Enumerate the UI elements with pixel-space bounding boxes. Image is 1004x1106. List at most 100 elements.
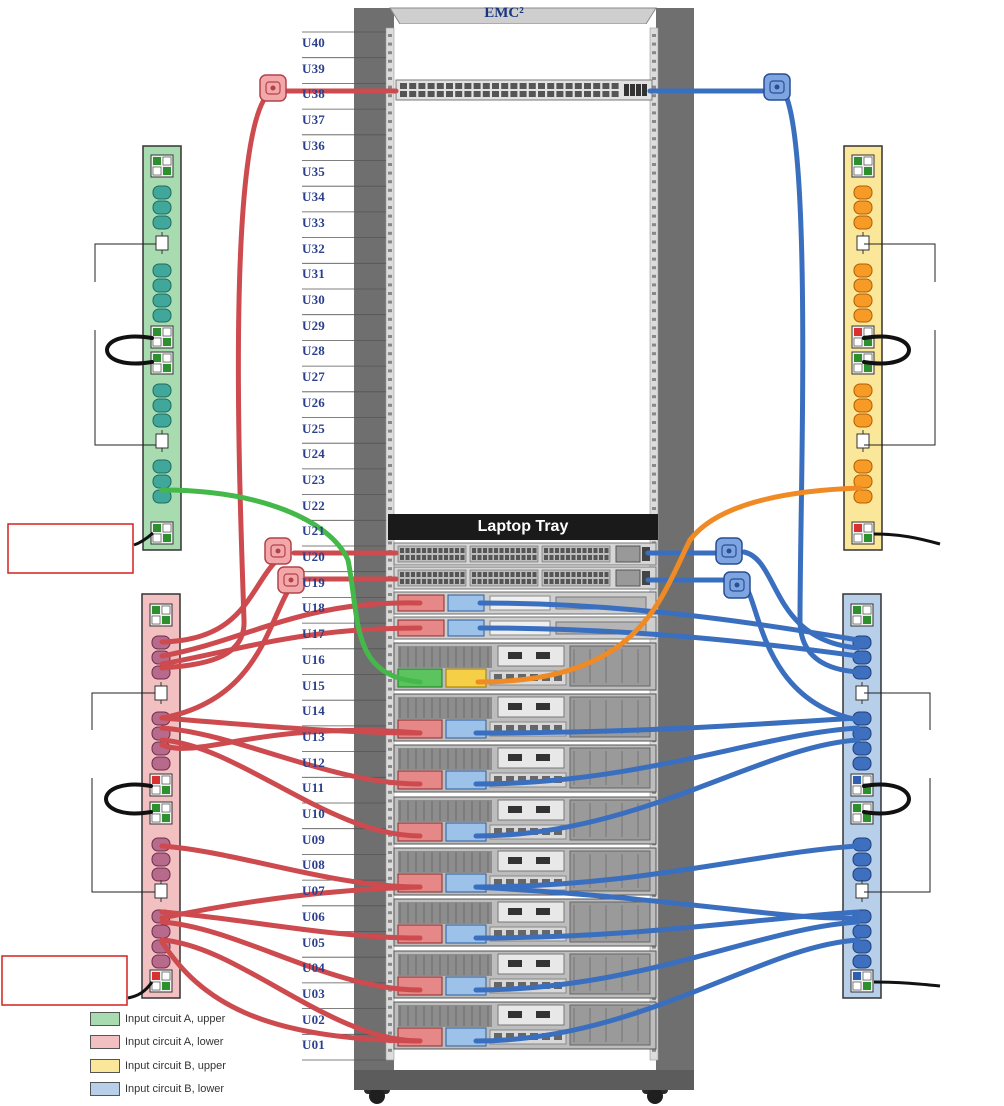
rail-hole	[388, 610, 392, 614]
unit-label-u26: U26	[302, 394, 325, 410]
legend-label: Input circuit B, lower	[125, 1083, 225, 1095]
rail-hole	[388, 489, 392, 493]
rack-caster-wheel	[369, 1088, 385, 1104]
pdu-outlet	[853, 185, 873, 200]
switch-port	[582, 548, 587, 553]
breaker-cell	[161, 803, 171, 813]
pdu-outlet	[852, 924, 872, 939]
rail-hole	[388, 309, 392, 313]
pdu-outlet	[151, 756, 171, 771]
switch-port	[549, 572, 554, 577]
switch-port	[510, 83, 518, 89]
pdu-outlet	[853, 308, 873, 323]
breaker-cell	[863, 616, 871, 624]
pdu-outlet	[853, 383, 873, 398]
switch-port	[436, 83, 444, 89]
server-port	[508, 1011, 522, 1018]
breaker-cell	[863, 786, 871, 794]
breaker-cell	[854, 328, 862, 336]
switch-port	[510, 572, 515, 577]
switch-port	[438, 579, 443, 584]
unit-label-u07: U07	[302, 883, 325, 899]
switch-port	[574, 91, 582, 97]
rail-hole	[388, 360, 392, 364]
unit-label-u32: U32	[302, 240, 325, 256]
breaker-cell	[152, 363, 162, 373]
server-u08	[393, 847, 657, 896]
server-vent	[398, 1005, 492, 1027]
switch-port	[556, 83, 564, 89]
unit-label-u31: U31	[302, 266, 325, 282]
unit-label-u36: U36	[302, 137, 325, 153]
switch-port	[409, 91, 417, 97]
rail-hole	[388, 773, 392, 777]
rail-hole	[388, 618, 392, 622]
server-pcie	[497, 1004, 565, 1026]
rail-hole	[652, 145, 656, 149]
pdu-outlet	[853, 200, 873, 215]
switch-port	[400, 91, 407, 97]
rail-hole	[652, 421, 656, 424]
breaker-cell	[162, 982, 170, 990]
rail-hole	[652, 231, 656, 235]
rail-hole	[388, 137, 392, 141]
rail-hole	[388, 868, 392, 872]
rail-hole	[388, 945, 392, 949]
switch-port	[519, 91, 527, 97]
rail-hole	[388, 429, 392, 433]
rail-hole	[388, 687, 392, 691]
unit-label-u25: U25	[302, 420, 325, 436]
switch-port	[444, 572, 448, 577]
unit-label-u10: U10	[302, 806, 325, 821]
switch-port	[560, 572, 565, 577]
switch-port	[521, 579, 526, 584]
rail-hole	[388, 790, 392, 794]
server-port	[494, 674, 502, 681]
rail-hole	[652, 240, 656, 244]
switch-port	[427, 83, 435, 89]
switch-port	[571, 548, 576, 553]
pdu-fuse	[855, 883, 869, 899]
unit-label-u19: U19	[302, 574, 325, 590]
switch-port	[519, 83, 527, 89]
rail-hole	[652, 137, 656, 141]
pdu-outlet	[152, 413, 172, 428]
switch-port	[532, 548, 537, 553]
rail-hole	[388, 464, 392, 467]
server-port	[518, 776, 526, 783]
jumper-cable	[862, 782, 911, 816]
rail-hole	[388, 257, 392, 261]
pdu-outlet	[853, 459, 873, 474]
rail-hole	[652, 386, 656, 390]
rail-hole	[388, 679, 392, 682]
breaker-cell	[153, 524, 161, 532]
rail-hole	[388, 971, 392, 975]
server-port	[508, 652, 522, 659]
switch-port	[528, 91, 536, 97]
server-port	[536, 857, 550, 864]
pdu-fuse	[856, 235, 870, 251]
rail-hole	[652, 472, 656, 476]
switch-port	[538, 83, 545, 89]
switch-port	[499, 579, 504, 584]
switch-port	[433, 555, 437, 560]
rail-hole	[388, 636, 392, 639]
switch-port	[527, 572, 531, 577]
bracket-line	[94, 330, 156, 446]
switch-port	[555, 548, 559, 553]
pdu-fuse	[154, 883, 168, 899]
breaker-cell	[863, 982, 871, 990]
plug-a-inner	[265, 81, 281, 95]
server-vent	[398, 851, 492, 873]
unit-label-u40: U40	[302, 35, 325, 50]
switch-port	[494, 548, 498, 553]
rail-hole	[388, 816, 392, 820]
switch-port	[593, 555, 598, 560]
switch-port	[560, 548, 565, 553]
unit-label-u15: U15	[302, 677, 325, 693]
rail-hole	[652, 188, 656, 192]
server-port	[554, 930, 562, 937]
legend-swatch	[90, 1058, 120, 1073]
breaker-cell	[864, 338, 872, 346]
